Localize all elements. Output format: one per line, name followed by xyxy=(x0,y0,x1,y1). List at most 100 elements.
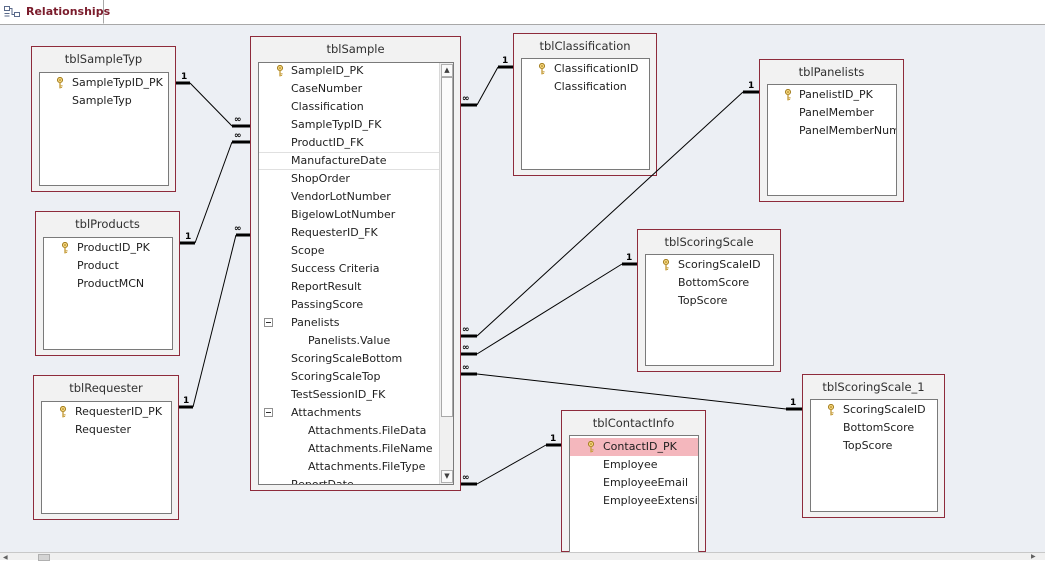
scrollbar-thumb[interactable] xyxy=(441,77,453,417)
scroll-left-button[interactable]: ◀ xyxy=(3,554,8,561)
field-row[interactable]: EmployeeExtension xyxy=(570,492,698,510)
field-row[interactable]: ScoringScaleID xyxy=(646,256,773,274)
field-row[interactable]: Product xyxy=(44,257,172,275)
field-row[interactable]: Panelists xyxy=(259,314,453,332)
field-row[interactable]: EmployeeEmail xyxy=(570,474,698,492)
field-row[interactable]: Attachments.FileName xyxy=(259,440,453,458)
table-title: tblContactInfo xyxy=(592,416,675,430)
field-row[interactable]: ScoringScaleTop xyxy=(259,368,453,386)
field-row[interactable]: ShopOrder xyxy=(259,170,453,188)
field-name: ReportResult xyxy=(291,280,362,293)
field-row[interactable]: Scope xyxy=(259,242,453,260)
key-icon xyxy=(61,241,69,254)
field-name: VendorLotNumber xyxy=(291,190,391,203)
field-row[interactable]: CaseNumber xyxy=(259,80,453,98)
scroll-right-button[interactable]: ▶ xyxy=(1031,553,1036,560)
field-row[interactable]: Requester xyxy=(42,421,171,439)
key-icon xyxy=(59,405,67,418)
field-row[interactable]: TopScore xyxy=(646,292,773,310)
field-row[interactable]: Panelists.Value xyxy=(259,332,453,350)
field-name: ScoringScaleID xyxy=(678,258,761,271)
field-row[interactable]: BigelowLotNumber xyxy=(259,206,453,224)
table-tblScoringScale_1[interactable]: tblScoringScale_1 ScoringScaleID BottomSc… xyxy=(802,374,945,518)
table-title: tblRequester xyxy=(69,381,143,395)
field-row[interactable]: SampleID_PK xyxy=(259,63,453,80)
field-row[interactable]: ScoringScaleBottom xyxy=(259,350,453,368)
field-row[interactable]: Employee xyxy=(570,456,698,474)
field-row[interactable]: BottomScore xyxy=(811,419,937,437)
field-row[interactable]: RequesterID_FK xyxy=(259,224,453,242)
field-name: BigelowLotNumber xyxy=(291,208,396,221)
scroll-down-button[interactable]: ▼ xyxy=(441,470,453,483)
field-name: BottomScore xyxy=(843,421,915,434)
field-row[interactable]: VendorLotNumber xyxy=(259,188,453,206)
table-title: tblPanelists xyxy=(798,65,865,79)
tab-relationships[interactable]: Relationships xyxy=(0,0,110,24)
field-row[interactable]: ProductID_FK xyxy=(259,134,453,152)
field-row[interactable]: TopScore xyxy=(811,437,937,455)
table-title: tblScoringScale_1 xyxy=(822,380,925,394)
collapse-icon[interactable] xyxy=(264,408,273,417)
field-row[interactable]: Attachments xyxy=(259,404,453,422)
collapse-icon[interactable] xyxy=(264,318,273,327)
field-row[interactable]: TestSessionID_FK xyxy=(259,386,453,404)
field-name: Scope xyxy=(291,244,325,257)
key-icon xyxy=(662,258,670,271)
field-list[interactable]: SampleTypID_PK SampleTyp xyxy=(39,72,169,186)
field-row[interactable]: ScoringScaleID xyxy=(811,401,937,419)
table-title: tblClassification xyxy=(539,39,631,53)
field-row[interactable]: ContactID_PK xyxy=(570,438,698,456)
field-name: SampleTypID_PK xyxy=(72,76,163,89)
field-row[interactable]: ReportDate xyxy=(259,476,453,484)
field-row[interactable]: BottomScore xyxy=(646,274,773,292)
field-row[interactable]: SampleTyp xyxy=(40,92,168,110)
field-row[interactable]: SampleTypID_FK xyxy=(259,116,453,134)
field-row[interactable]: PassingScore xyxy=(259,296,453,314)
field-row[interactable]: ManufactureDate xyxy=(259,152,453,170)
key-icon xyxy=(587,440,595,453)
scroll-up-button[interactable]: ▲ xyxy=(441,64,453,77)
field-name: BottomScore xyxy=(678,276,750,289)
field-name: TopScore xyxy=(843,439,893,452)
key-icon xyxy=(827,403,835,416)
field-row[interactable]: PanelMember xyxy=(768,104,896,122)
field-name: EmployeeExtension xyxy=(603,494,698,507)
field-name: CaseNumber xyxy=(291,82,363,95)
field-row[interactable]: Attachments.FileType xyxy=(259,458,453,476)
field-name: EmployeeEmail xyxy=(603,476,688,489)
field-name: RequesterID_FK xyxy=(291,226,378,239)
field-row[interactable]: Classification xyxy=(259,98,453,116)
field-row[interactable]: RequesterID_PK xyxy=(42,403,171,421)
scrollbar-thumb[interactable] xyxy=(38,554,50,561)
field-row[interactable]: SampleTypID_PK xyxy=(40,74,168,92)
field-row[interactable]: Success Criteria xyxy=(259,260,453,278)
field-row[interactable]: PanelistID_PK xyxy=(768,86,896,104)
field-row[interactable]: ProductID_PK xyxy=(44,239,172,257)
field-name: TestSessionID_FK xyxy=(291,388,386,401)
field-row[interactable]: ReportResult xyxy=(259,278,453,296)
field-row[interactable]: Attachments.FileData xyxy=(259,422,453,440)
field-row[interactable]: ProductMCN xyxy=(44,275,172,293)
field-name: Attachments.FileType xyxy=(308,460,426,473)
vertical-scrollbar[interactable]: ▲ ▼ xyxy=(439,63,453,484)
field-name: ProductMCN xyxy=(77,277,145,290)
field-row[interactable]: ClassificationID xyxy=(522,60,649,78)
field-row[interactable]: Classification xyxy=(522,78,649,96)
field-list[interactable]: PanelistID_PKPanelMemberPanelMemberNumbe… xyxy=(767,84,897,196)
field-row[interactable]: PanelMemberNumber xyxy=(768,122,896,140)
